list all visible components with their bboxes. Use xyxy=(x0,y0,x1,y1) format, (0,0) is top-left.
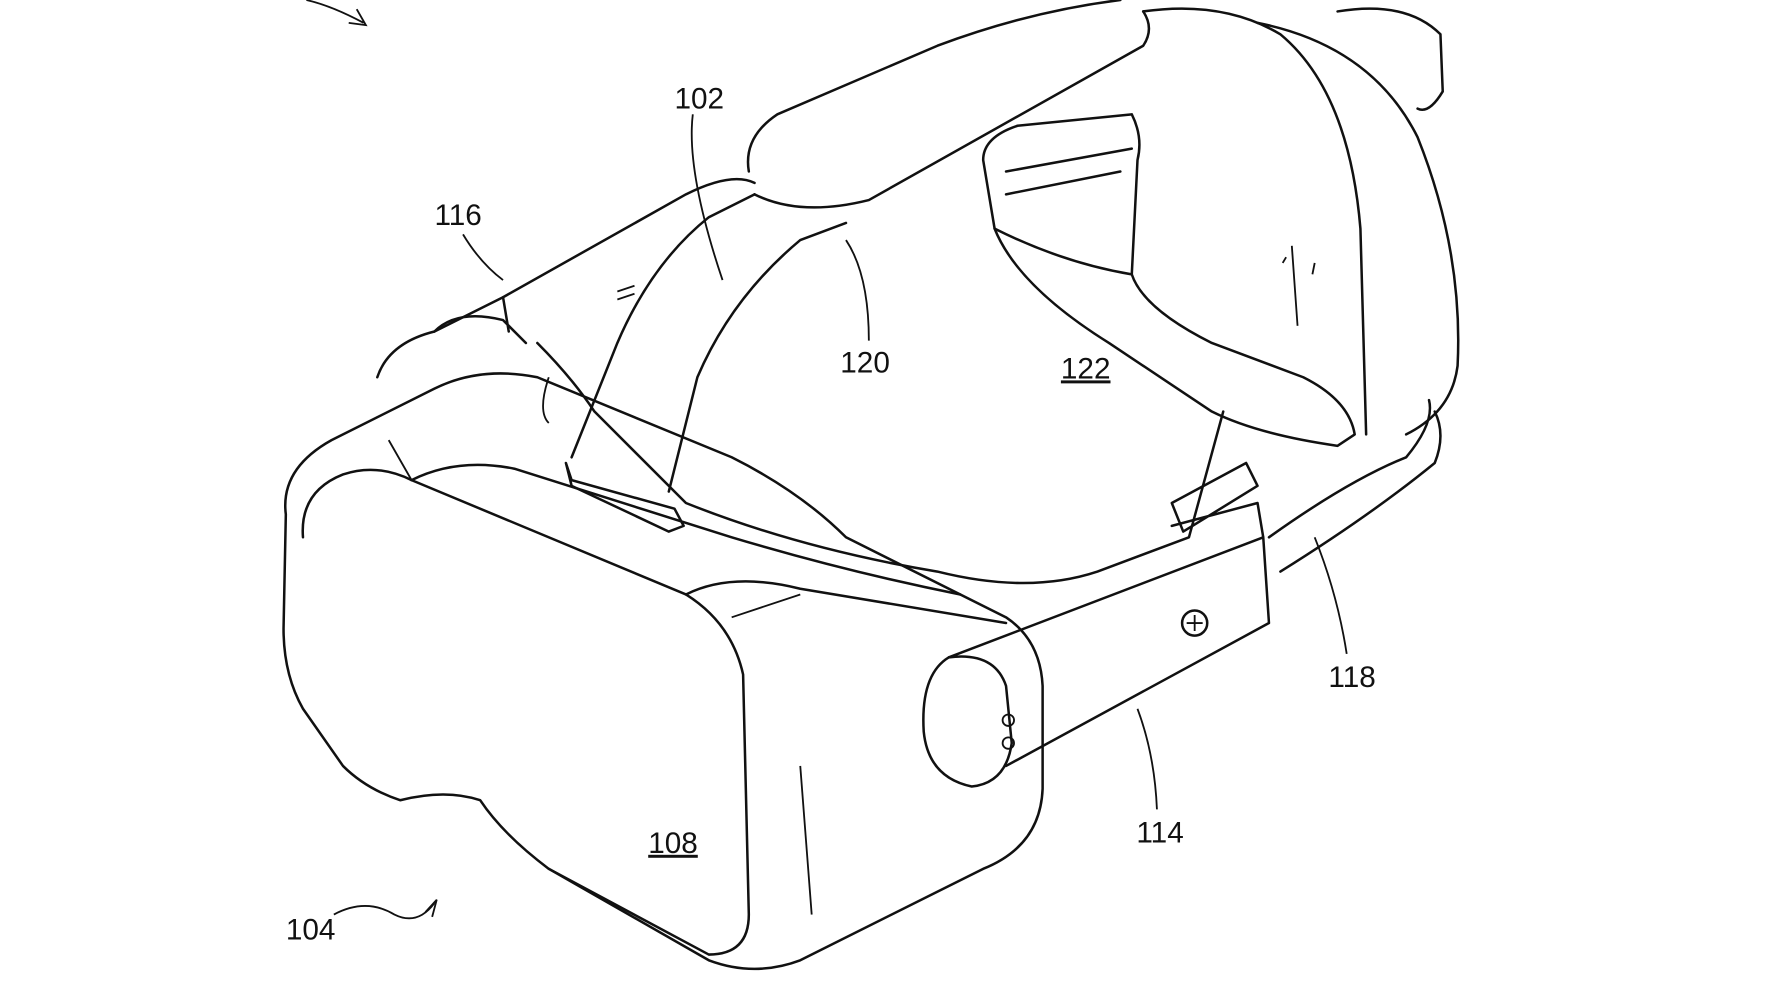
headband xyxy=(746,0,1460,448)
label-120: 120 xyxy=(840,347,890,380)
leader-lines xyxy=(306,0,1348,920)
label-114: 114 xyxy=(1136,817,1183,850)
side-arm xyxy=(922,398,1442,788)
headset-top-cover xyxy=(376,177,1225,585)
label-108: 108 xyxy=(648,827,698,860)
label-116: 116 xyxy=(434,199,481,232)
label-118: 118 xyxy=(1328,661,1375,694)
top-strap xyxy=(564,193,848,533)
label-102: 102 xyxy=(675,83,725,116)
headset-front-body xyxy=(282,372,1044,971)
label-104: 104 xyxy=(286,914,336,947)
label-122: 122 xyxy=(1061,352,1111,385)
